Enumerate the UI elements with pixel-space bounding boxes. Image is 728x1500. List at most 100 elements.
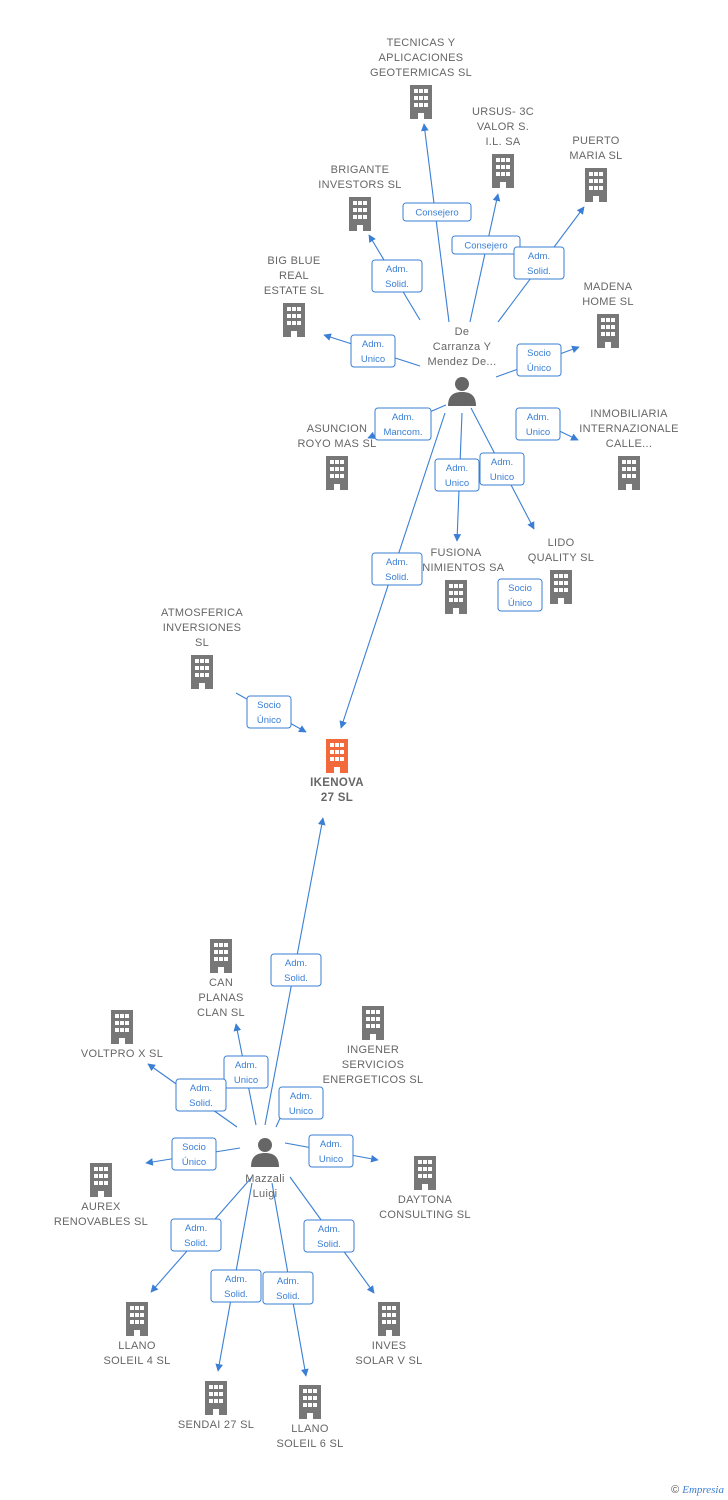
node-label: SOLAR V SL xyxy=(355,1355,422,1367)
node-label: SL xyxy=(195,637,209,649)
relation-label-mazzali-ikenova[interactable]: Adm.Solid. xyxy=(270,953,322,987)
node-inmobiliaria[interactable]: INMOBILIARIA INTERNAZIONALE CALLE... xyxy=(579,408,679,490)
relation-label-text: Socio xyxy=(257,700,281,711)
node-label: CONSULTING SL xyxy=(379,1209,471,1221)
node-label: ESTATE SL xyxy=(264,285,324,297)
relation-label-text: Unico xyxy=(490,472,514,483)
relation-label-text: Adm. xyxy=(185,1223,207,1234)
relation-label-decarranza-fusiona[interactable]: Adm.Unico xyxy=(434,458,480,492)
relation-label-mazzali-llano6[interactable]: Adm.Solid. xyxy=(262,1271,314,1305)
node-label: INVES xyxy=(372,1340,407,1352)
relation-label-mazzali-sendai[interactable]: Adm. Solid. xyxy=(210,1269,262,1303)
node-madena[interactable]: MADENA HOME SL xyxy=(582,281,634,348)
relation-label-decarranza-bigblue[interactable]: Adm.Unico xyxy=(350,334,396,368)
node-inves[interactable]: INVES SOLAR V SL xyxy=(355,1302,422,1367)
relation-label-text: Adm. xyxy=(235,1060,257,1071)
relation-label-text: Socio xyxy=(527,348,551,359)
node-label: HOME SL xyxy=(582,296,634,308)
relation-label-decarranza-lido[interactable]: Adm. Unico xyxy=(479,452,525,486)
building-icon xyxy=(550,570,572,604)
relation-label-decarranza-ursus[interactable]: Consejero xyxy=(451,235,521,255)
relation-label-text: Adm. xyxy=(386,264,408,275)
node-voltpro[interactable]: VOLTPRO X SL xyxy=(81,1010,163,1060)
node-label: GEOTERMICAS SL xyxy=(370,67,472,79)
node-label: QUALITY SL xyxy=(528,552,594,564)
building-icon xyxy=(326,456,348,490)
relation-label-text: Solid. xyxy=(224,1289,248,1300)
node-label: INVERSIONES xyxy=(163,622,242,634)
relation-label-text: Solid. xyxy=(385,572,409,583)
node-label: INMOBILIARIA xyxy=(590,408,668,420)
building-icon xyxy=(378,1302,400,1336)
node-label: INVESTORS SL xyxy=(318,179,401,191)
relation-label-decarranza-asuncion[interactable]: Adm.Mancom. xyxy=(374,407,432,441)
relation-label-text: Adm. xyxy=(225,1274,247,1285)
relation-label-decarranza-inmobiliaria[interactable]: Adm.Unico xyxy=(515,407,561,441)
relation-label-text: Adm. xyxy=(285,958,307,969)
relation-label-text: Solid. xyxy=(317,1239,341,1250)
relation-label-mazzali-inves[interactable]: Adm.Solid. xyxy=(303,1219,355,1253)
node-label: URSUS- 3C xyxy=(472,106,534,118)
relation-label-text: Consejero xyxy=(464,241,507,252)
relation-label-mazzali-canplanas[interactable]: Adm.Unico xyxy=(223,1055,269,1089)
relation-label-mazzali-daytona[interactable]: Adm.Unico xyxy=(308,1134,354,1168)
relation-label-decarranza-tecnicas[interactable]: Consejero xyxy=(402,202,472,222)
relation-label-mazzali-ingener[interactable]: Adm.Unico xyxy=(278,1086,324,1120)
relation-label-text: Unico xyxy=(319,1154,343,1165)
node-label: ROYO MAS SL xyxy=(297,438,376,450)
node-label: Mendez De... xyxy=(427,356,496,368)
relation-label-text: Socio xyxy=(508,583,532,594)
relation-label-text: Adm. xyxy=(491,457,513,468)
relation-label-text: Adm. xyxy=(392,412,414,423)
building-icon xyxy=(362,1006,384,1040)
node-label: I.L. SA xyxy=(485,136,520,148)
node-label: Mazzali xyxy=(245,1173,284,1185)
relation-label-decarranza-brigante[interactable]: Adm.Solid. xyxy=(371,259,423,293)
edge-decarranza-ursus xyxy=(469,193,501,323)
building-icon xyxy=(585,168,607,202)
copyright-symbol: © xyxy=(671,1484,680,1496)
relation-label-mazzali-voltpro[interactable]: Adm.Solid. xyxy=(175,1078,227,1112)
person-icon xyxy=(251,1138,279,1167)
relation-label-text: Adm. xyxy=(528,251,550,262)
node-label: MADENA xyxy=(584,281,633,293)
node-label: CALLE... xyxy=(606,438,652,450)
relation-label-text: Consejero xyxy=(415,208,458,219)
node-label: INTERNAZIONALE xyxy=(579,423,679,435)
relation-label-decarranza-ikenova[interactable]: Adm.Solid. xyxy=(371,552,423,586)
node-label: MARIA SL xyxy=(569,150,622,162)
relation-label-text: Único xyxy=(257,715,281,726)
person-icon xyxy=(448,377,476,406)
building-icon xyxy=(618,456,640,490)
node-sendai[interactable]: SENDAI 27 SL xyxy=(178,1381,254,1431)
relation-label-mazzali-llano4[interactable]: Adm.Solid. xyxy=(170,1218,222,1252)
node-label: ENERGETICOS SL xyxy=(323,1074,424,1086)
brand-name[interactable]: Empresia xyxy=(682,1484,724,1496)
building-icon xyxy=(299,1385,321,1419)
building-icon xyxy=(126,1302,148,1336)
relation-label-decarranza-puerto[interactable]: Adm.Solid. xyxy=(513,246,565,280)
building-icon xyxy=(492,154,514,188)
